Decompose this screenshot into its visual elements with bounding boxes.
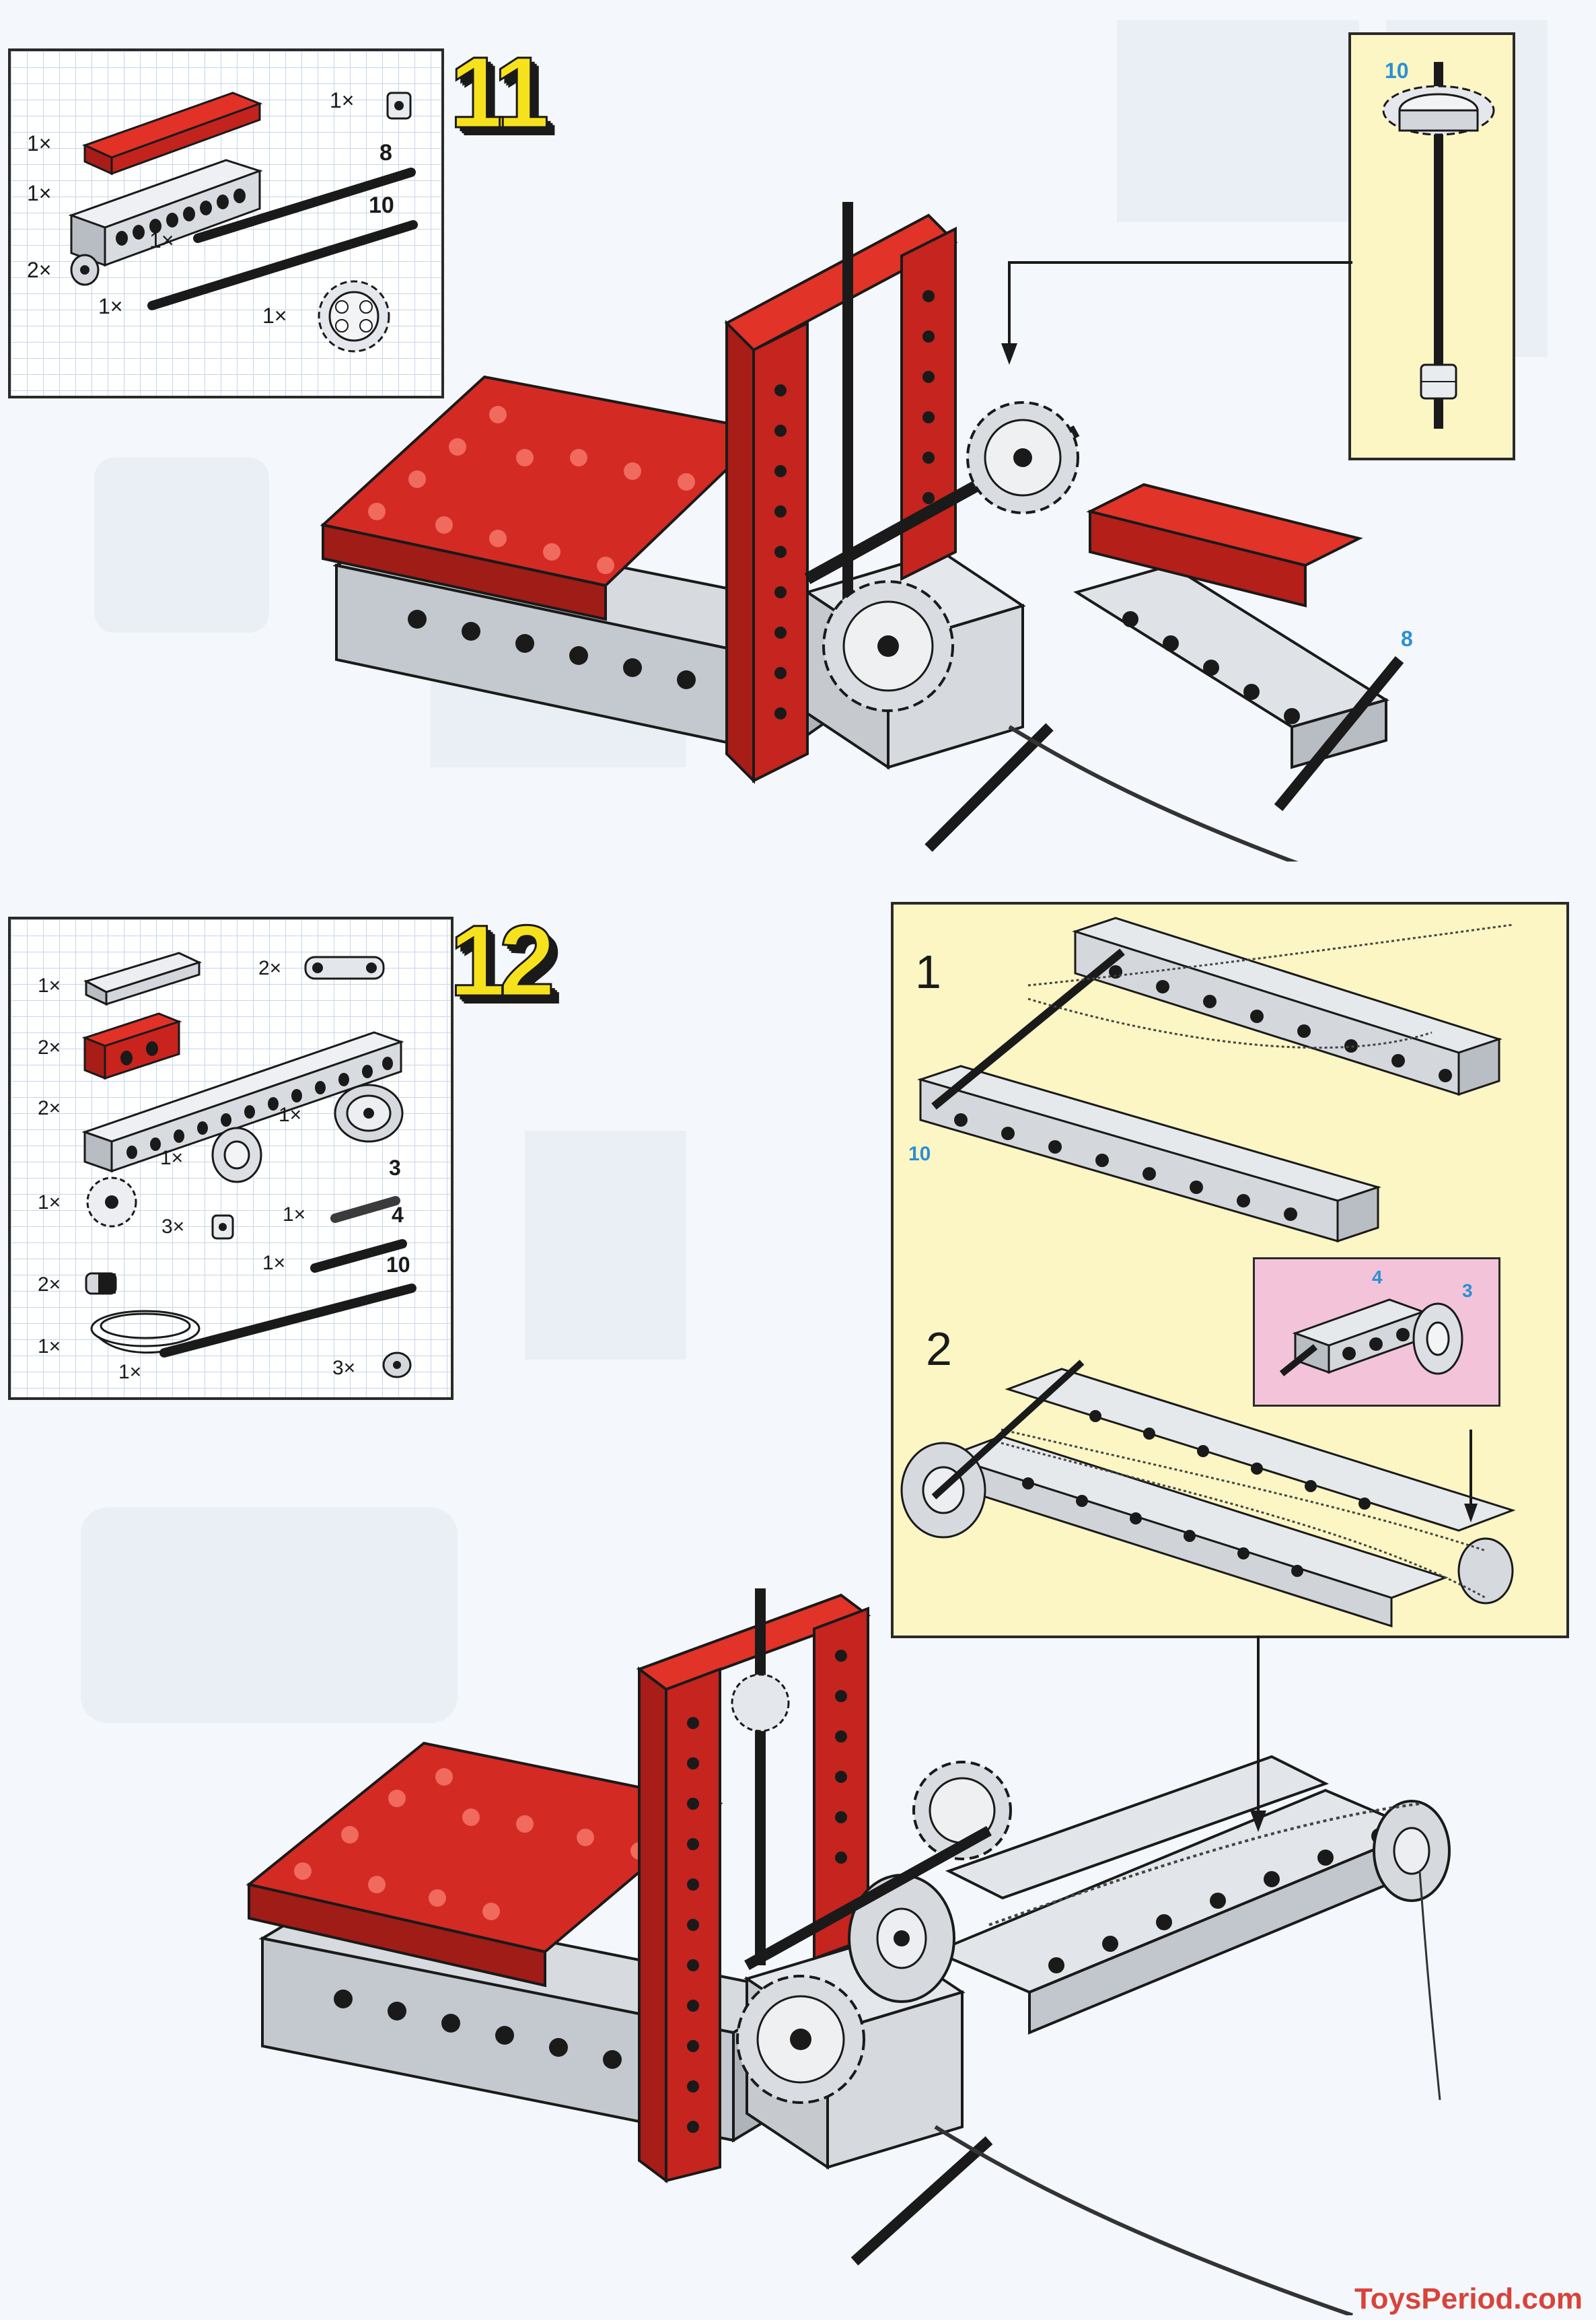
pulley-wheel-icon	[211, 1127, 262, 1183]
substep-1-frame	[916, 917, 1513, 1243]
part-qty: 2×	[38, 1097, 61, 1119]
axle-4-icon	[310, 1239, 407, 1273]
step-11-model-illustration: 8	[320, 202, 1413, 862]
part-qty: 1×	[27, 131, 51, 155]
axle-length-label: 10	[386, 1253, 410, 1277]
gear-8-icon	[86, 1176, 137, 1228]
step-11-parts-list: 1× 1× 1× 8 1× 10 2× 1× 1×	[8, 48, 444, 398]
part-qty: 1×	[118, 1361, 141, 1383]
part-qty: 1×	[262, 1252, 285, 1274]
axle-length-label: 3	[389, 1156, 401, 1180]
bush-icon	[1420, 363, 1457, 400]
subassembly-drawing: 10	[900, 917, 1516, 1628]
axle-10-icon	[159, 1284, 416, 1358]
step-11-number: 11	[449, 36, 551, 149]
wheel-large-icon	[334, 1084, 404, 1143]
gear-24-lower	[736, 1975, 865, 2104]
motor-cable	[934, 2125, 1353, 2315]
bush-icon	[211, 1214, 234, 1240]
red-tower	[636, 1593, 871, 2183]
red-plate-frame	[246, 1741, 723, 1988]
wheel-drive	[848, 1874, 955, 2003]
step-12-model-illustration	[246, 1588, 1451, 2315]
part-qty: 1×	[149, 228, 174, 252]
gear-24-icon	[318, 280, 390, 353]
part-qty: 1×	[38, 1191, 61, 1214]
inset-length-3: 3	[1462, 1280, 1473, 1301]
step-11-parts-svg: 1× 1× 1× 8 1× 10 2× 1× 1×	[27, 88, 418, 353]
substep-2-assembly	[900, 1360, 1516, 1628]
connector-peg-icon	[85, 1272, 117, 1295]
part-qty: 2×	[258, 957, 281, 979]
part-qty: 2×	[27, 258, 51, 282]
part-qty: 2×	[38, 1036, 61, 1059]
substep-1-label: 1	[915, 946, 941, 998]
part-qty: 3×	[332, 1357, 355, 1379]
axle-length-label: 8	[379, 140, 392, 166]
grey-beam-12-icon	[81, 1031, 404, 1173]
axle-3-icon	[330, 1196, 400, 1223]
part-qty: 1×	[283, 1203, 305, 1226]
part-qty: 1×	[27, 181, 51, 205]
loose-axle-length: 8	[1401, 627, 1413, 651]
part-qty: 1×	[98, 294, 122, 318]
red-beam-right	[1086, 483, 1363, 608]
step-12-parts-list: 1× 2× 2× 2× 1× 1× 1× 3 1× 3× 4 1× 2× 10 …	[8, 917, 454, 1400]
gear-24-upper	[966, 401, 1079, 514]
red-plate-icon	[81, 92, 263, 176]
substep-1-axle-length: 10	[908, 1143, 931, 1165]
bush-icon	[386, 92, 412, 120]
drive-axle	[744, 1826, 992, 1970]
callout-arrow	[1008, 261, 1352, 350]
chain-string-icon	[90, 1310, 201, 1354]
motor-cable	[1008, 725, 1299, 862]
part-qty: 2×	[38, 1273, 61, 1296]
part-qty: 1×	[262, 304, 287, 328]
inset-length-4: 4	[1372, 1267, 1383, 1288]
axle-10-icon	[147, 220, 418, 310]
step-12-number: 12	[449, 904, 556, 1017]
gear-8-top	[731, 1673, 790, 1732]
part-qty: 1×	[38, 1335, 61, 1358]
conveyor-arm	[931, 1755, 1451, 2101]
gear-24-lower	[822, 580, 954, 712]
crank-liftarm-icon	[304, 956, 385, 980]
pulley-inset: 4 3	[1253, 1257, 1500, 1407]
watermark: ToysPeriod.com	[1354, 2282, 1583, 2315]
half-bush-icon	[382, 1351, 412, 1378]
axle-length-label: 10	[369, 192, 394, 218]
part-qty: 1×	[330, 88, 354, 112]
gear-icon	[1382, 85, 1495, 136]
grey-beam-icon	[68, 159, 263, 267]
red-beam-icon	[81, 1012, 182, 1080]
part-qty: 1×	[38, 975, 61, 997]
axle-length-label: 4	[392, 1203, 404, 1227]
step-12-parts-svg: 1× 2× 2× 2× 1× 1× 1× 3 1× 3× 4 1× 2× 10 …	[38, 952, 416, 1383]
red-plate-frame	[320, 375, 770, 621]
step-11-axle-callout: 10	[1348, 32, 1515, 460]
half-bush-icon	[70, 254, 100, 286]
part-qty: 1×	[279, 1104, 301, 1126]
loose-axle-8	[1274, 656, 1404, 812]
red-tower	[724, 213, 958, 784]
part-qty: 1×	[160, 1147, 183, 1169]
substep-2-label: 2	[926, 1323, 952, 1375]
part-qty: 3×	[161, 1216, 184, 1238]
callout-axle-length: 10	[1385, 59, 1409, 83]
axle-8-icon	[193, 168, 416, 243]
